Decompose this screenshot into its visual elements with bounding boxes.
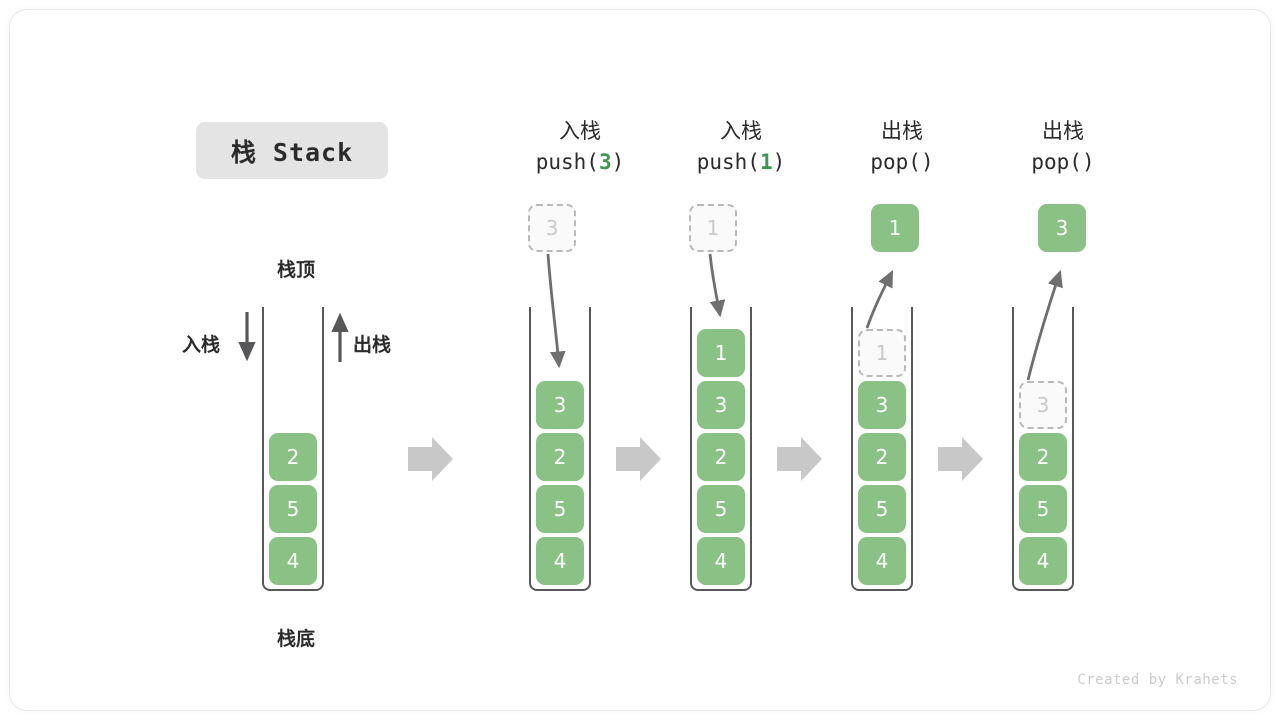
stack-element: 4 (536, 537, 584, 585)
column-header-push-1: 入栈 push(1) (641, 116, 841, 178)
column-op-cn: 入栈 (720, 119, 762, 143)
column-op-code: pop() (802, 146, 1002, 178)
column-op-cn: 入栈 (559, 119, 601, 143)
code-suffix: ) (611, 150, 625, 174)
stack-element: 2 (697, 433, 745, 481)
pop-direction-label: 出栈 (353, 334, 392, 356)
stack-element: 4 (269, 537, 317, 585)
floating-element-ghost: 1 (689, 204, 737, 252)
code-suffix: ) (772, 150, 786, 174)
stack-element-ghost: 3 (1019, 381, 1067, 429)
title-badge: 栈 Stack (196, 122, 388, 179)
column-op-code: pop() (963, 146, 1163, 178)
stack-element: 2 (269, 433, 317, 481)
stack-element: 2 (1019, 433, 1067, 481)
stack-element: 5 (858, 485, 906, 533)
stack-element: 5 (536, 485, 584, 533)
stack-element: 5 (697, 485, 745, 533)
code-prefix: push( (696, 150, 760, 174)
stack-bottom-label: 栈底 (276, 628, 315, 650)
code-suffix: ) (1081, 150, 1095, 174)
column-op-cn: 出栈 (1042, 119, 1084, 143)
stack-element: 5 (1019, 485, 1067, 533)
push-direction-label: 入栈 (182, 334, 221, 356)
flow-arrow-4 (938, 437, 983, 481)
stack-element: 4 (697, 537, 745, 585)
stack-top-label: 栈顶 (276, 259, 315, 281)
column-header-pop-1: 出栈 pop() (802, 116, 1002, 178)
stack-element: 3 (697, 381, 745, 429)
floating-element-popped: 3 (1038, 204, 1086, 252)
flow-arrow-2 (616, 437, 661, 481)
credit-text: Created by Krahets (1077, 672, 1238, 688)
code-suffix: ) (920, 150, 934, 174)
stack-element: 2 (536, 433, 584, 481)
code-prefix: pop( (1031, 150, 1082, 174)
column-header-push-3: 入栈 push(3) (480, 116, 680, 178)
diagram-card: 栈 Stack 栈顶 栈底 入栈 出栈 入栈 push(3) 入栈 push(1… (9, 9, 1271, 711)
column-op-code: push(3) (480, 146, 680, 178)
floating-element-ghost: 3 (528, 204, 576, 252)
stack-container-reference (262, 307, 324, 591)
floating-element-popped: 1 (871, 204, 919, 252)
flow-arrow-1 (408, 437, 453, 481)
stack-container-push-1 (690, 307, 752, 591)
arrows-overlay (238, 253, 1063, 481)
stack-element: 4 (1019, 537, 1067, 585)
code-arg: 3 (598, 150, 612, 174)
stack-element: 5 (269, 485, 317, 533)
code-arg: 1 (759, 150, 773, 174)
column-op-cn: 出栈 (881, 119, 923, 143)
stack-element: 3 (858, 381, 906, 429)
stack-element-ghost: 1 (858, 329, 906, 377)
code-prefix: pop( (870, 150, 921, 174)
stack-container-pop-1 (851, 307, 913, 591)
stack-element: 3 (536, 381, 584, 429)
stack-element: 4 (858, 537, 906, 585)
push-motion-arrow-1 (708, 253, 726, 318)
stack-container-pop-3 (1012, 307, 1074, 591)
stack-element: 1 (697, 329, 745, 377)
column-op-code: push(1) (641, 146, 841, 178)
code-prefix: push( (535, 150, 599, 174)
stack-element: 2 (858, 433, 906, 481)
stack-container-push-3 (529, 307, 591, 591)
flow-arrow-3 (777, 437, 822, 481)
column-header-pop-3: 出栈 pop() (963, 116, 1163, 178)
